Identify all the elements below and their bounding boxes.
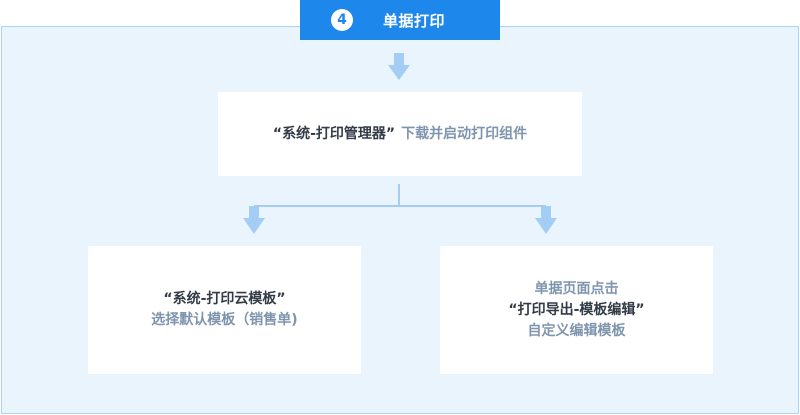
download-instruction: 下载并启动打印组件 bbox=[401, 125, 528, 142]
custom-edit-instruction: 自定义编辑模板 bbox=[527, 322, 626, 339]
print-manager-step: “系统-打印管理器” 下载并启动打印组件 bbox=[218, 92, 582, 176]
print-manager-label: “系统-打印管理器” bbox=[272, 125, 396, 142]
cloud-template-label: “系统-打印云模板” bbox=[163, 291, 286, 307]
template-edit-step: 单据页面点击 “打印导出-模板编辑” 自定义编辑模板 bbox=[440, 246, 713, 374]
step-header: 4 单据打印 bbox=[300, 0, 500, 40]
step-title: 单据打印 bbox=[383, 11, 446, 30]
cloud-template-step: “系统-打印云模板” 选择默认模板（销售单) bbox=[88, 246, 361, 374]
print-export-label: “打印导出-模板编辑” bbox=[508, 301, 645, 318]
document-page-instruction: 单据页面点击 bbox=[534, 280, 619, 297]
select-template-instruction: 选择默认模板（销售单) bbox=[151, 312, 298, 328]
step-number-badge: 4 bbox=[331, 9, 353, 31]
